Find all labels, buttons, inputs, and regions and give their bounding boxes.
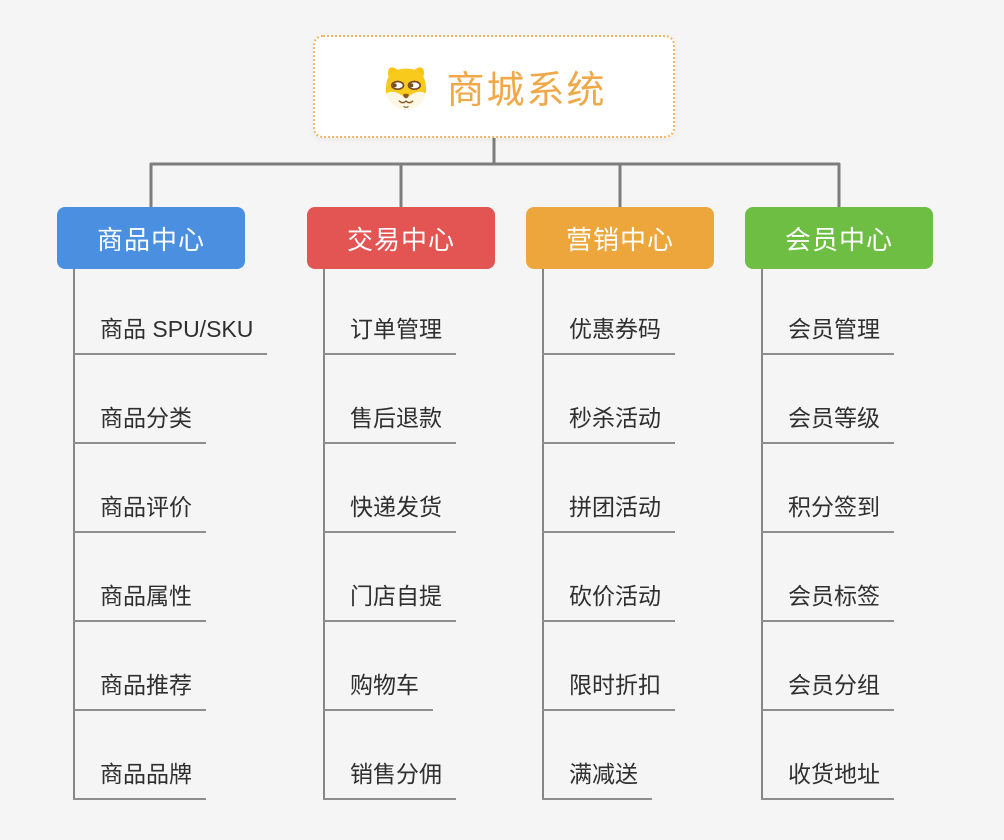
leaf-node[interactable]: 商品属性 (73, 577, 206, 622)
root-node[interactable]: 商城系统 (313, 35, 675, 138)
leaf-node[interactable]: 门店自提 (323, 577, 456, 622)
leaf-node[interactable]: 商品评价 (73, 488, 206, 533)
branch-spine-line (73, 269, 75, 800)
leaf-node[interactable]: 销售分佣 (323, 755, 456, 800)
root-title: 商城系统 (446, 70, 607, 112)
leaf-node[interactable]: 会员管理 (761, 310, 894, 355)
leaf-node[interactable]: 积分签到 (761, 488, 894, 533)
leaf-node[interactable]: 商品品牌 (73, 755, 206, 800)
branch-node-members[interactable]: 会员中心 (745, 207, 933, 269)
leaf-node[interactable]: 会员标签 (761, 577, 894, 622)
leaf-node[interactable]: 收货地址 (761, 755, 894, 800)
leaf-node[interactable]: 快递发货 (323, 488, 456, 533)
leaf-node[interactable]: 秒杀活动 (542, 399, 675, 444)
leaf-node[interactable]: 满减送 (542, 755, 652, 800)
leaf-node[interactable]: 商品 SPU/SKU (73, 310, 268, 355)
dog-face-icon (386, 66, 427, 109)
leaf-node[interactable]: 优惠券码 (542, 310, 675, 355)
branch-spine-line (323, 269, 325, 800)
leaf-node[interactable]: 拼团活动 (542, 488, 675, 533)
leaf-node[interactable]: 售后退款 (323, 399, 456, 444)
branch-node-products[interactable]: 商品中心 (57, 207, 245, 269)
leaf-node[interactable]: 购物车 (323, 666, 433, 711)
leaf-node[interactable]: 会员等级 (761, 399, 894, 444)
branch-node-marketing[interactable]: 营销中心 (526, 207, 714, 269)
leaf-node[interactable]: 砍价活动 (542, 577, 675, 622)
branch-spine-line (761, 269, 763, 800)
leaf-node[interactable]: 限时折扣 (542, 666, 675, 711)
leaf-node[interactable]: 订单管理 (323, 310, 456, 355)
leaf-node[interactable]: 会员分组 (761, 666, 894, 711)
leaf-node[interactable]: 商品推荐 (73, 666, 206, 711)
leaf-node[interactable]: 商品分类 (73, 399, 206, 444)
branch-spine-line (542, 269, 544, 800)
branch-node-trade[interactable]: 交易中心 (307, 207, 495, 269)
